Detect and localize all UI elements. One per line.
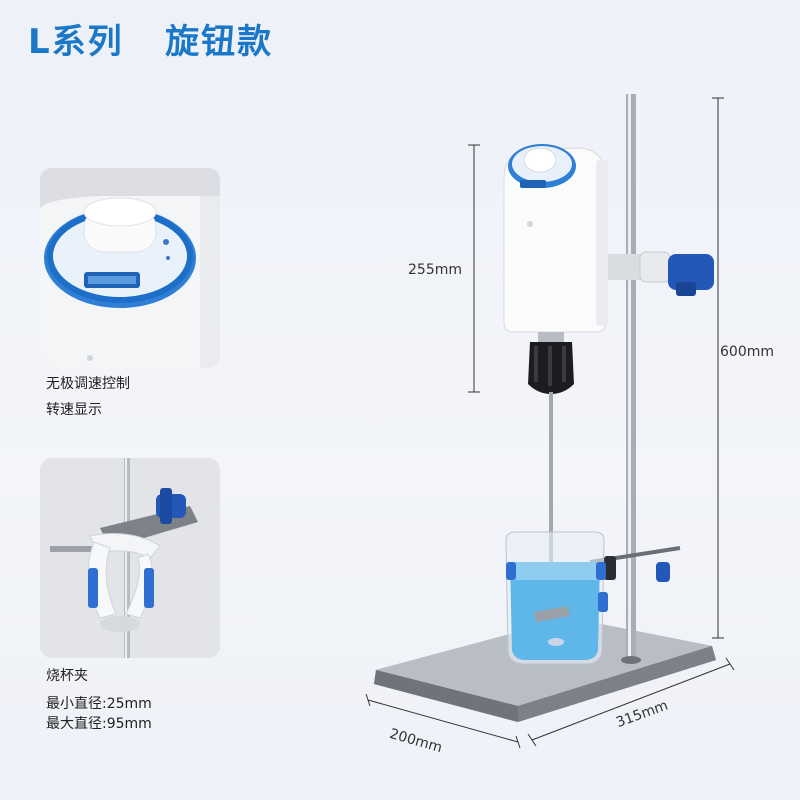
clamp-min-diameter: 最小直径:25mm — [46, 696, 152, 712]
glass-beaker — [505, 531, 608, 665]
total-height-label: 600mm — [720, 344, 774, 360]
stirrer-body — [503, 144, 608, 333]
clamp-max-diameter: 最大直径:95mm — [46, 716, 152, 732]
feature-stepless-speed: 无极调速控制 — [46, 376, 130, 392]
total-height-dimension-line — [712, 97, 724, 639]
head-height-label: 255mm — [408, 262, 462, 278]
feature-speed-display: 转速显示 — [46, 402, 102, 418]
beaker-clamp-image — [40, 458, 220, 658]
head-clamp — [600, 251, 714, 296]
head-height-dimension-line — [468, 144, 480, 393]
stirring-shaft — [549, 392, 553, 632]
support-rod — [621, 94, 641, 664]
drill-chuck — [528, 332, 574, 394]
base-width-dimension-line — [365, 693, 521, 749]
clamp-title: 烧杯夹 — [46, 668, 88, 684]
knob-closeup-image — [40, 168, 220, 368]
beaker-clamp-arm — [589, 546, 681, 582]
base-depth-dimension-line — [527, 657, 735, 747]
page-title: L系列 旋钮款 — [28, 22, 274, 62]
